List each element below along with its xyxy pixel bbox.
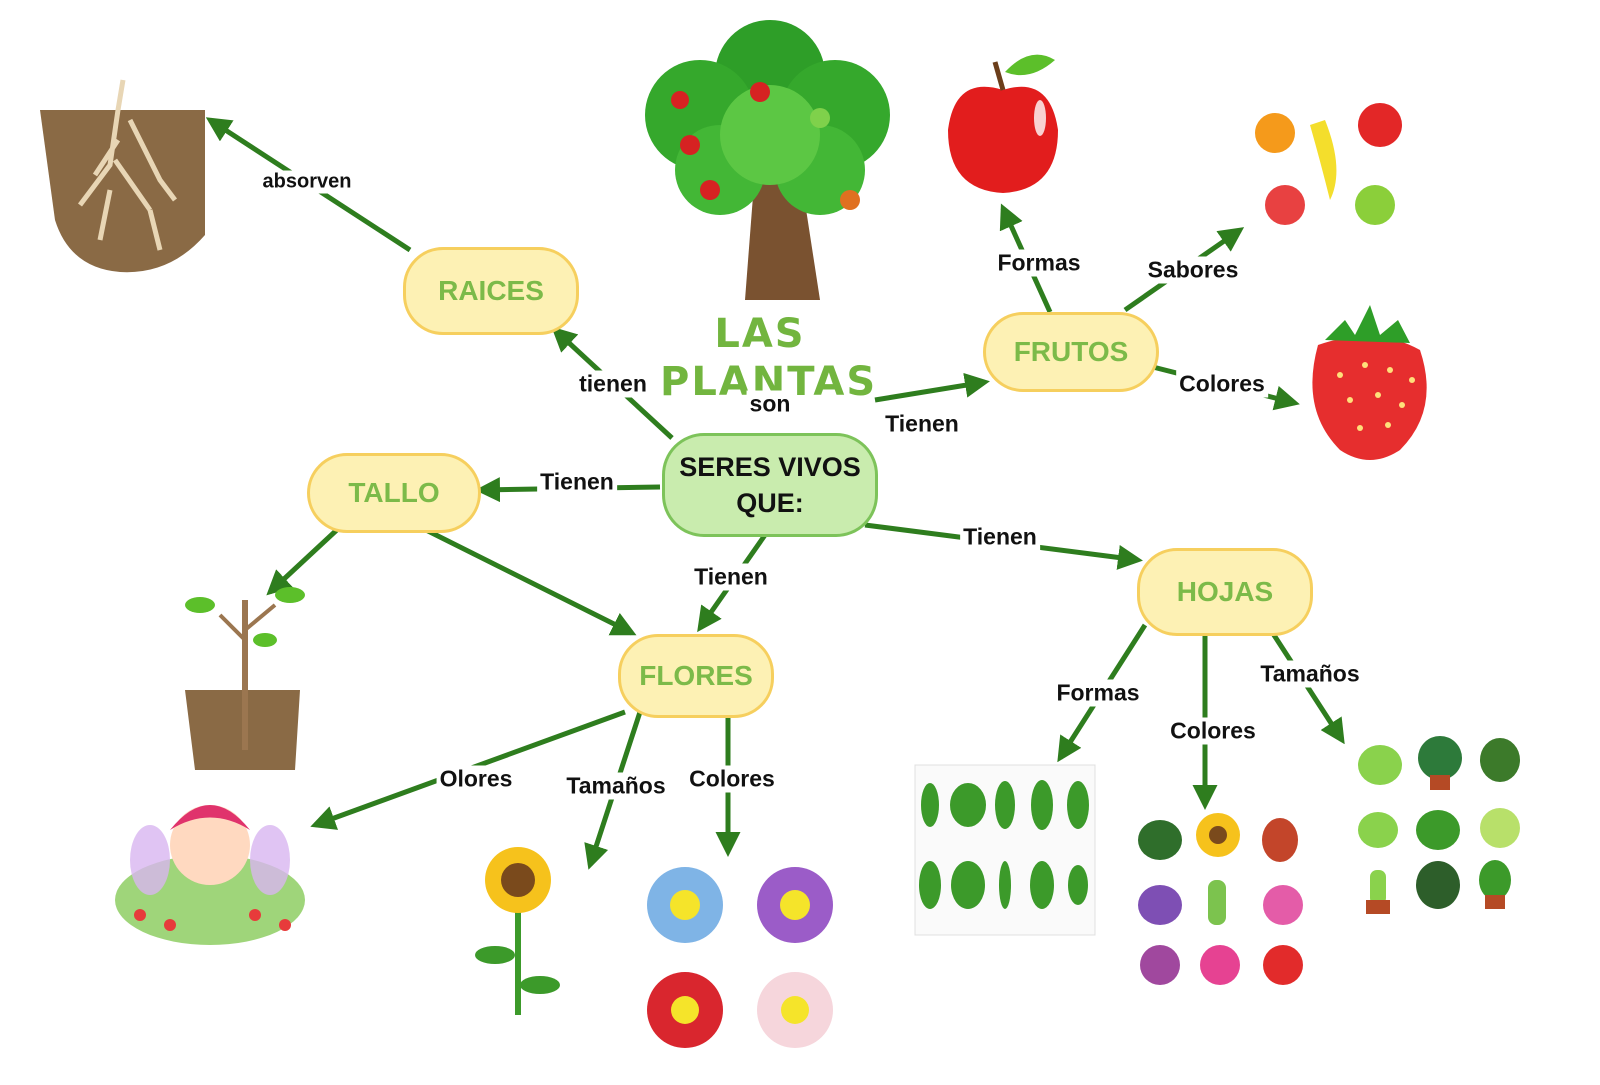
label-flores-colores: Colores [686,765,778,793]
label-tienen-raices: tienen [576,370,650,398]
flowers-icon [647,867,833,1048]
leaf-shapes-icon [914,764,1096,936]
node-raices: RAICES [403,247,579,335]
label-flores-tamanos: Tamaños [563,772,669,800]
arrow-tallo-sapling [266,525,342,596]
node-tallo: TALLO [307,453,481,533]
label-frutos-colores: Colores [1176,370,1268,398]
label-hojas-tamanos: Tamaños [1257,660,1363,688]
sapling-icon [185,587,305,770]
label-tienen-hojas: Tienen [960,523,1040,551]
node-flores: FLORES [618,634,774,718]
label-tienen-flores: Tienen [691,563,771,591]
node-frutos: FRUTOS [983,312,1159,392]
label-frutos-sabores: Sabores [1144,256,1242,284]
arrow-center-frutos [874,372,990,403]
strawberry-icon [1312,305,1427,460]
plant-colors-icon [1138,813,1303,985]
plant-sizes-icon [1358,736,1520,914]
label-tienen-frutos: Tienen [882,410,962,438]
label-frutos-formas: Formas [994,249,1084,277]
label-hojas-formas: Formas [1053,679,1143,707]
center-node-label: SERES VIVOS QUE: [679,452,861,518]
tree-icon [645,20,890,300]
fairy-icon [115,805,305,945]
label-flores-olores: Olores [436,765,516,793]
node-hojas: HOJAS [1137,548,1313,636]
center-node: SERES VIVOS QUE: [662,433,878,537]
apple-icon [948,54,1058,193]
label-hojas-colores: Colores [1167,717,1259,745]
label-tienen-tallo: Tienen [537,468,617,496]
fruit-characters-icon [1255,103,1402,225]
roots-icon [40,79,205,273]
label-son: son [746,390,794,418]
label-absorven: absorven [259,170,355,194]
sunflower-icon [475,847,560,1015]
arrow-tallo-flores [418,524,637,636]
